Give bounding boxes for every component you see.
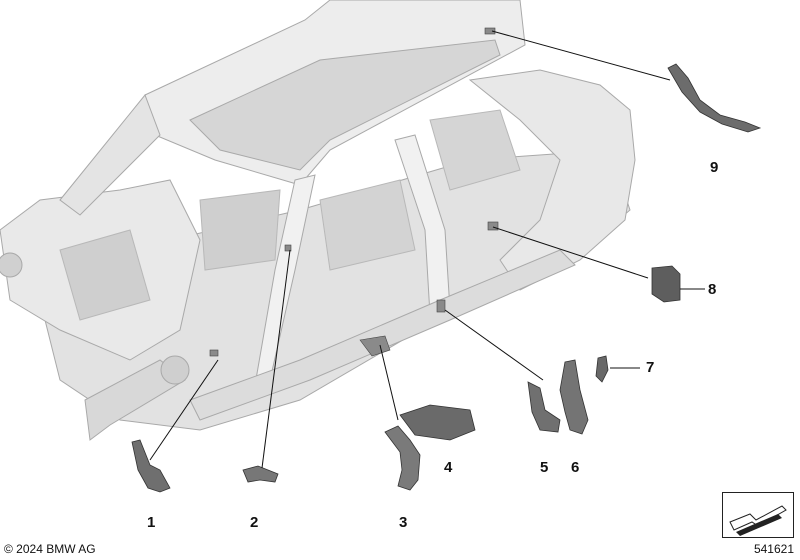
callout-4: 4 <box>444 459 453 476</box>
part-4-cover <box>399 404 476 441</box>
document-number: 541621 <box>753 542 794 556</box>
copyright-text: © 2024 BMW AG <box>4 542 96 556</box>
part-9-strip <box>667 63 762 133</box>
part-5-panel <box>527 381 561 433</box>
car-body-shell <box>0 0 636 441</box>
part-3-pillar-reinforcement <box>384 425 421 491</box>
part-6-bracket <box>559 359 589 435</box>
callout-1: 1 <box>147 514 156 531</box>
part-2-bracket <box>242 465 279 483</box>
callout-3: 3 <box>399 514 408 531</box>
callout-6: 6 <box>571 459 580 476</box>
part-7-clip <box>595 355 609 383</box>
callout-9: 9 <box>710 159 719 176</box>
callout-5: 5 <box>540 459 549 476</box>
corner-arrow-icon <box>722 492 794 538</box>
leader-lines <box>149 30 705 469</box>
part-8-block <box>651 265 681 303</box>
callout-2: 2 <box>250 514 259 531</box>
part-1-bracket <box>131 439 171 493</box>
callout-7: 7 <box>646 359 655 376</box>
location-markers <box>209 27 499 357</box>
callout-8: 8 <box>708 281 717 298</box>
